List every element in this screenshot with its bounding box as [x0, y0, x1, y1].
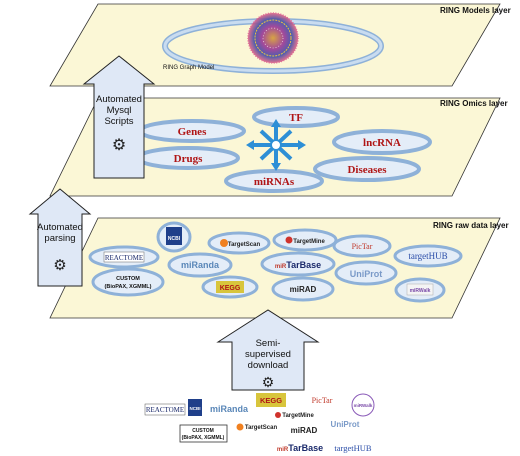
- mirtarbase-prefix: miR: [275, 264, 287, 270]
- logo-ncbi-text: NCBI: [190, 406, 201, 411]
- gears-icon: ⚙: [53, 257, 66, 274]
- source-custom: CUSTOM (BioPAX, XGMML): [91, 267, 165, 297]
- omics-layer-title: RING Omics layer: [440, 99, 508, 108]
- parsing-arrow-line2: parsing: [44, 233, 75, 244]
- logo-mirad-text: miRAD: [291, 426, 318, 435]
- source-kegg: KEGG: [201, 275, 259, 299]
- omics-node-drugs: Drugs: [136, 146, 240, 170]
- logo-mirtarbase: miRTarBase: [277, 443, 323, 453]
- logo-custom-title: CUSTOM: [192, 428, 214, 434]
- source-pictar: PicTar: [332, 234, 392, 258]
- logo-targethub-text: targetHUB: [334, 443, 371, 453]
- miranda-logo-text: miRanda: [181, 260, 220, 270]
- mysql-arrow-line2: Mysql: [107, 105, 132, 116]
- source-targetmine: TargetMine: [272, 228, 338, 252]
- automated-parsing-arrow: Automated parsing ⚙: [28, 188, 92, 287]
- gears-icon: ⚙: [112, 137, 126, 154]
- source-uniprot: UniProt: [334, 260, 398, 286]
- source-miranda: miRanda: [167, 252, 233, 278]
- source-mirwalk: miRWalk: [394, 277, 446, 303]
- logo-reactome: REACTOME: [144, 403, 186, 416]
- source-logos-strip: REACTOME NCBI miRanda KEGG TargetMine Pi…: [144, 393, 375, 453]
- ncbi-logo-text: NCBI: [168, 236, 181, 242]
- targethub-logo-text: targetHUB: [408, 251, 447, 261]
- mirtarbase-logo-text: miRTarBase: [275, 260, 321, 270]
- logo-miranda: miRanda: [210, 404, 249, 414]
- uniprot-logo-text: UniProt: [350, 269, 383, 279]
- hub-arrows-icon: [246, 119, 306, 171]
- models-layer: RING Models layer RING Graph Model: [49, 3, 511, 87]
- gears-icon: ⚙: [262, 374, 275, 390]
- omics-node-diseases-label: Diseases: [347, 164, 387, 176]
- logo-uniprot-text: UniProt: [331, 420, 360, 429]
- logo-miranda-text: miRanda: [210, 404, 249, 414]
- omics-node-lncrna: lncRNA: [332, 129, 432, 155]
- logo-ncbi: NCBI: [188, 399, 202, 416]
- omics-node-genes: Genes: [138, 119, 246, 143]
- logo-targetscan-text: TargetScan: [245, 425, 278, 431]
- omics-layer: RING Omics layer Genes TF lncRNA Drugs m…: [49, 97, 508, 197]
- automated-mysql-arrow: Automated Mysql Scripts ⚙: [82, 55, 156, 179]
- source-reactome: REACTOME: [88, 245, 160, 269]
- logo-custom-subtitle: (BioPAX, XGMML): [182, 435, 225, 441]
- omics-node-mirnas: miRNAs: [224, 169, 324, 193]
- omics-node-lncrna-label: lncRNA: [363, 137, 401, 149]
- download-arrow-line2: supervised: [245, 349, 291, 360]
- raw-data-layer: RING raw data layer NCBI REACTOME Target…: [49, 217, 509, 319]
- omics-node-genes-label: Genes: [178, 126, 207, 138]
- logo-pictar-text: PicTar: [312, 396, 333, 405]
- custom-subtitle: (BioPAX, XGMML): [105, 284, 152, 290]
- logo-custom: CUSTOM (BioPAX, XGMML): [179, 424, 228, 443]
- logo-mirtarbase-prefix: miR: [277, 447, 289, 453]
- targetmine-logo-text: TargetMine: [293, 239, 325, 245]
- logo-kegg-text: KEGG: [260, 396, 282, 405]
- logo-targetscan: TargetScan: [236, 423, 278, 431]
- logo-reactome-text: REACTOME: [146, 406, 184, 414]
- download-arrow-line1: Semi-: [256, 338, 281, 349]
- mirad-logo-text: miRAD: [290, 285, 317, 294]
- logo-kegg: KEGG: [256, 393, 286, 407]
- omics-node-mirnas-label: miRNAs: [254, 176, 295, 188]
- logo-uniprot: UniProt: [331, 420, 360, 429]
- mysql-arrow-line1: Automated: [96, 94, 142, 105]
- mirtarbase-name: TarBase: [286, 260, 321, 270]
- mysql-arrow-line3: Scripts: [104, 116, 133, 127]
- source-mirtarbase: miRTarBase: [260, 251, 336, 277]
- custom-title: CUSTOM: [116, 276, 140, 282]
- kegg-logo-text: KEGG: [220, 285, 241, 292]
- logo-pictar: PicTar: [312, 396, 333, 405]
- logo-targethub: targetHUB: [334, 443, 371, 453]
- semi-supervised-download-arrow: Semi- supervised download ⚙: [216, 309, 320, 391]
- omics-node-tf-label: TF: [289, 112, 303, 124]
- source-targethub: targetHUB: [393, 244, 463, 268]
- omics-node-diseases: Diseases: [313, 156, 421, 182]
- mirwalk-logo-text: miRWalk: [410, 288, 431, 294]
- logo-mirwalk: miRWalk: [351, 393, 375, 417]
- logo-targetmine-text: TargetMine: [282, 413, 314, 419]
- omics-node-drugs-label: Drugs: [174, 153, 203, 165]
- logo-mirwalk-text: miRWalk: [354, 403, 373, 408]
- graph-model-label: RING Graph Model: [163, 65, 214, 71]
- network-globe: [247, 12, 299, 64]
- pictar-logo-text: PicTar: [352, 242, 373, 251]
- logo-mirad: miRAD: [291, 426, 318, 435]
- download-arrow-line3: download: [248, 360, 289, 371]
- source-targetscan: TargetScan: [207, 231, 271, 255]
- omics-node-tf: TF: [252, 106, 340, 128]
- logo-mirtarbase-text: miRTarBase: [277, 443, 323, 453]
- parsing-arrow-line1: Automated: [37, 222, 83, 233]
- raw-layer-title: RING raw data layer: [433, 221, 509, 230]
- source-mirad: miRAD: [271, 276, 335, 302]
- models-layer-title: RING Models layer: [440, 6, 511, 15]
- logo-mirtarbase-name: TarBase: [288, 443, 323, 453]
- targetscan-logo-text: TargetScan: [228, 242, 261, 248]
- reactome-logo-text: REACTOME: [105, 254, 143, 262]
- source-ncbi: NCBI: [156, 221, 192, 253]
- logo-targetmine: TargetMine: [275, 412, 314, 419]
